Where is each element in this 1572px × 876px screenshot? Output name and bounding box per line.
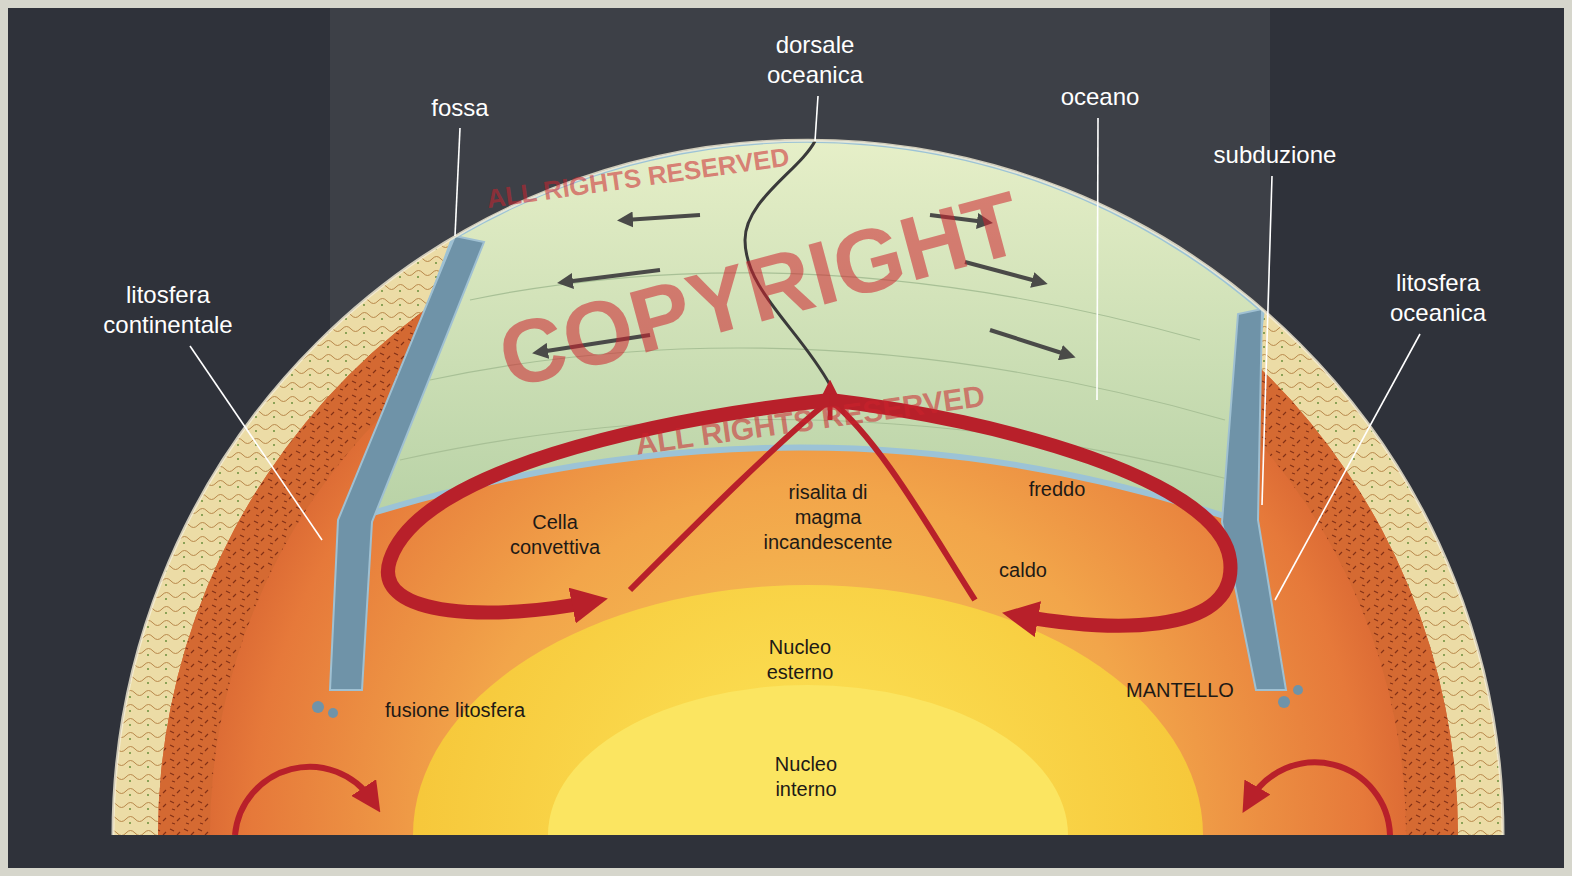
- temperature-label: caldo: [999, 558, 1047, 583]
- watermark: ALL RIGHTS RESERVED: [633, 377, 987, 463]
- layer-label: MANTELLO: [1126, 678, 1234, 703]
- part-label: oceano: [1061, 82, 1140, 112]
- layer-label: Nucleo interno: [751, 752, 861, 802]
- process-label: fusione litosfera: [385, 698, 525, 723]
- part-label: fossa: [431, 93, 488, 123]
- part-label: litosfera oceanica: [1363, 268, 1513, 328]
- process-label: risalita di magma incandescente: [758, 480, 898, 555]
- part-label: dorsale oceanica: [740, 30, 890, 90]
- part-label: subduzione: [1214, 140, 1337, 170]
- process-label: Cella convettiva: [490, 510, 620, 560]
- temperature-label: freddo: [1029, 477, 1086, 502]
- layer-label: Nucleo esterno: [745, 635, 855, 685]
- watermark: ALL RIGHTS RESERVED: [485, 141, 792, 216]
- part-label: litosfera continentale: [76, 280, 261, 340]
